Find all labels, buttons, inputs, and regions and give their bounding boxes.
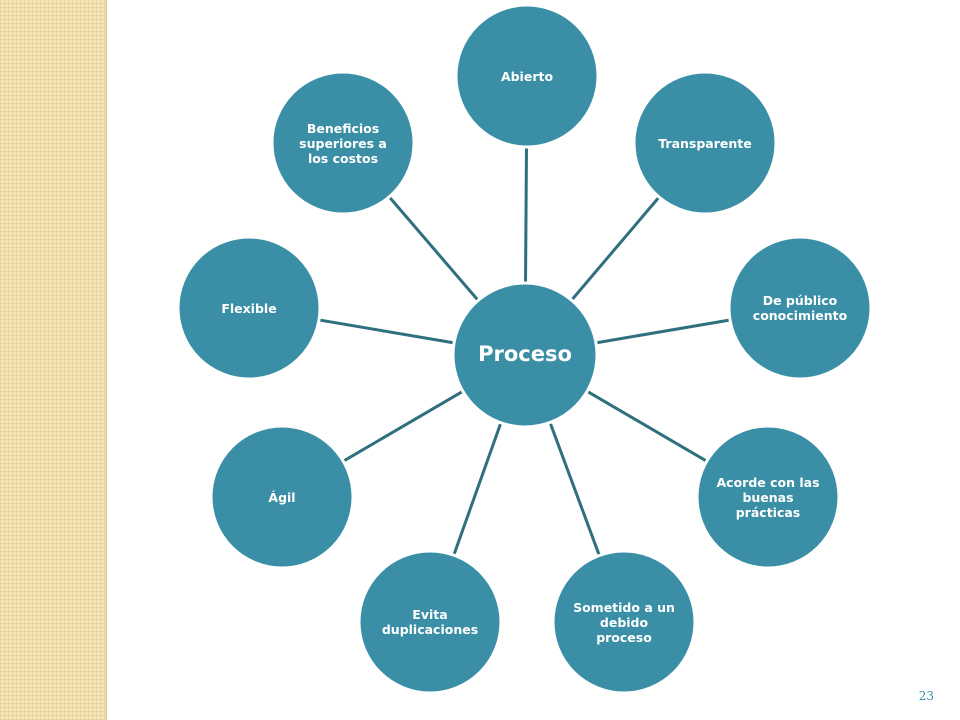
connector-agil	[342, 390, 464, 463]
node-sometido-debido-proceso	[551, 549, 697, 695]
connector-de-publico-conocimiento	[595, 318, 731, 345]
connector-abierto	[524, 146, 528, 284]
node-evita-duplicaciones	[357, 549, 503, 695]
node-beneficios-superiores-costos	[270, 70, 416, 216]
page-number: 23	[918, 689, 934, 703]
connector-transparente	[570, 196, 661, 302]
node-de-publico-conocimiento	[727, 235, 873, 381]
node-agil	[209, 424, 355, 570]
node-acorde-buenas-practicas	[695, 424, 841, 570]
center-node-proceso	[451, 281, 599, 429]
connector-evita-duplicaciones	[452, 422, 503, 556]
connector-beneficios-superiores-costos	[388, 195, 480, 302]
connector-acorde-buenas-practicas	[586, 390, 708, 463]
node-transparente	[632, 70, 778, 216]
node-abierto	[454, 3, 600, 149]
connector-flexible	[318, 318, 455, 345]
node-flexible	[176, 235, 322, 381]
decorative-side-band	[0, 0, 107, 720]
connector-sometido-debido-proceso	[548, 421, 601, 556]
